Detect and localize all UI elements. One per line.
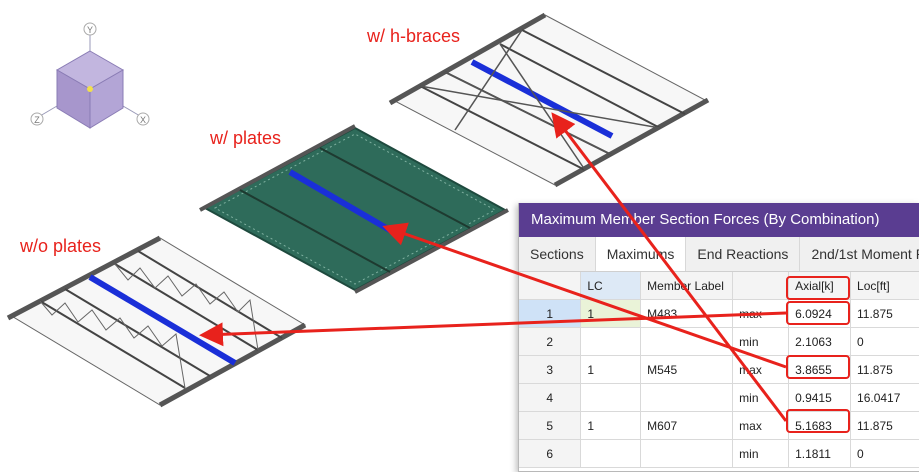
table-row[interactable]: 4 min 0.9415 16.0417 (519, 383, 919, 412)
results-grid: LC Member Label Axial[k] Loc[ft] 1 1 M48… (519, 272, 919, 468)
cell-loc[interactable]: 11.875 (850, 411, 919, 440)
tab-2nd-1st-moment[interactable]: 2nd/1st Moment R (800, 237, 919, 271)
cell-loc[interactable]: 11.875 (850, 299, 919, 328)
cell-member-label[interactable] (640, 439, 734, 468)
cell-lc[interactable] (580, 383, 642, 412)
cell-axial[interactable]: 2.1063 (788, 327, 852, 356)
axis-x-label: X (140, 115, 146, 125)
cell-lc[interactable]: 1 (580, 355, 642, 384)
cell-axial[interactable]: 0.9415 (788, 383, 852, 412)
tab-maximums[interactable]: Maximums (595, 237, 687, 271)
model-without-plates[interactable] (6, 235, 307, 408)
view-cube[interactable] (30, 22, 150, 129)
row-number[interactable]: 6 (519, 439, 582, 468)
label-with-h-braces: w/ h-braces (367, 26, 461, 46)
table-row[interactable]: 6 min 1.1811 0 (519, 439, 919, 468)
cell-lc[interactable]: 1 (580, 411, 642, 440)
label-without-plates: w/o plates (20, 236, 102, 256)
tab-end-reactions[interactable]: End Reactions (686, 237, 801, 271)
cell-axial[interactable]: 5.1683 (788, 411, 852, 440)
cell-extreme[interactable]: max (732, 355, 790, 384)
cell-member-label[interactable]: M483 (640, 299, 734, 328)
cell-loc[interactable]: 0 (850, 327, 919, 356)
grid-header-row: LC Member Label Axial[k] Loc[ft] (519, 272, 919, 300)
axis-y-label: Y (87, 25, 93, 35)
cell-lc[interactable] (580, 439, 642, 468)
cell-member-label[interactable]: M607 (640, 411, 734, 440)
label-with-plates: w/ plates (210, 128, 282, 148)
row-number[interactable]: 1 (519, 299, 582, 328)
cell-axial[interactable]: 1.1811 (788, 439, 852, 468)
tab-sections[interactable]: Sections (519, 237, 596, 271)
cell-extreme[interactable]: min (732, 439, 790, 468)
cell-member-label[interactable] (640, 383, 734, 412)
cell-extreme[interactable]: min (732, 383, 790, 412)
cell-loc[interactable]: 0 (850, 439, 919, 468)
column-header-member-label[interactable]: Member Label (640, 272, 734, 300)
cell-extreme[interactable]: min (732, 327, 790, 356)
model-with-plates[interactable] (199, 124, 509, 294)
cell-lc[interactable] (580, 327, 642, 356)
table-row[interactable]: 3 1 M545 max 3.8655 11.875 (519, 355, 919, 384)
column-header-lc[interactable]: LC (580, 272, 642, 300)
row-number[interactable]: 4 (519, 383, 582, 412)
cell-extreme[interactable]: max (732, 411, 790, 440)
cell-member-label[interactable] (640, 327, 734, 356)
row-number[interactable]: 3 (519, 355, 582, 384)
cell-member-label[interactable]: M545 (640, 355, 734, 384)
table-row[interactable]: 2 min 2.1063 0 (519, 327, 919, 356)
cell-loc[interactable]: 16.0417 (850, 383, 919, 412)
column-header-extreme[interactable] (732, 272, 790, 300)
cell-axial[interactable]: 6.0924 (788, 299, 852, 328)
member-section-forces-panel: Maximum Member Section Forces (By Combin… (518, 203, 919, 472)
cell-axial[interactable]: 3.8655 (788, 355, 852, 384)
column-header-axial[interactable]: Axial[k] (788, 272, 852, 300)
axis-z-label: Z (34, 115, 40, 125)
panel-title[interactable]: Maximum Member Section Forces (By Combin… (519, 203, 919, 237)
panel-tabs: Sections Maximums End Reactions 2nd/1st … (519, 237, 919, 272)
table-row[interactable]: 5 1 M607 max 5.1683 11.875 (519, 411, 919, 440)
cell-lc[interactable]: 1 (580, 299, 642, 328)
row-number[interactable]: 2 (519, 327, 582, 356)
column-header-loc[interactable]: Loc[ft] (850, 272, 919, 300)
row-number[interactable]: 5 (519, 411, 582, 440)
column-header-rownum (519, 272, 582, 300)
cell-loc[interactable]: 11.875 (850, 355, 919, 384)
table-row[interactable]: 1 1 M483 max 6.0924 11.875 (519, 299, 919, 328)
cell-extreme[interactable]: max (732, 299, 790, 328)
